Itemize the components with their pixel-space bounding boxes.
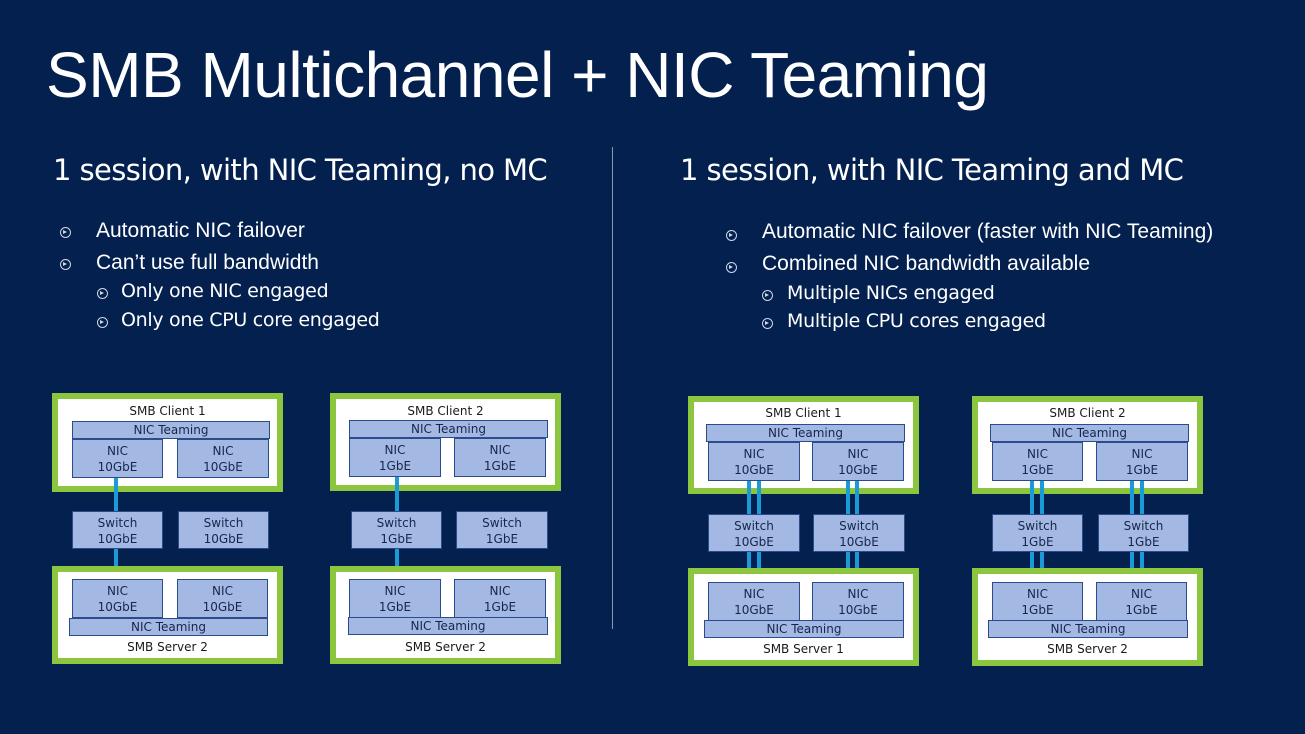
right-subbullet-2: Multiple CPU cores engaged	[787, 310, 1046, 332]
network-link	[855, 552, 859, 582]
network-link	[1140, 481, 1144, 514]
network-link	[747, 552, 751, 582]
network-link	[1130, 552, 1134, 582]
network-link	[846, 481, 850, 514]
network-link	[114, 478, 118, 511]
client-label: SMB Client 1	[765, 406, 842, 420]
nic-teaming-bar: NIC Teaming	[704, 620, 904, 638]
bullet-icon	[726, 230, 737, 241]
client-label: SMB Client 1	[129, 404, 206, 418]
left-subbullet-1: Only one NIC engaged	[121, 280, 329, 302]
bullet-icon	[60, 259, 71, 270]
nic-teaming-bar: NIC Teaming	[990, 424, 1189, 442]
network-link	[855, 481, 859, 514]
right-bullet-1: Automatic NIC failover (faster with NIC …	[762, 220, 1214, 243]
network-link	[1140, 552, 1144, 582]
left-heading: 1 session, with NIC Teaming, no MC	[53, 153, 548, 187]
sub-bullet-icon	[762, 290, 773, 301]
nic-teaming-bar: NIC Teaming	[69, 618, 268, 636]
network-link	[846, 552, 850, 582]
right-bullet-2: Combined NIC bandwidth available	[762, 252, 1091, 275]
bullet-icon	[60, 227, 71, 238]
server-label: SMB Server 2	[127, 640, 208, 654]
network-link	[1030, 552, 1034, 582]
left-subbullet-2: Only one CPU core engaged	[121, 309, 380, 331]
server-label: SMB Server 2	[405, 640, 486, 654]
left-bullet-1: Automatic NIC failover	[96, 219, 305, 242]
column-divider	[612, 147, 613, 629]
right-heading: 1 session, with NIC Teaming and MC	[680, 153, 1184, 187]
nic-teaming-bar: NIC Teaming	[348, 617, 548, 635]
network-link	[747, 481, 751, 514]
nic-teaming-bar: NIC Teaming	[988, 620, 1188, 638]
sub-bullet-icon	[97, 288, 108, 299]
network-link	[1030, 481, 1034, 514]
client-label: SMB Client 2	[1049, 406, 1126, 420]
client-label: SMB Client 2	[407, 404, 484, 418]
network-link	[395, 477, 399, 511]
nic-teaming-bar: NIC Teaming	[706, 424, 905, 442]
network-link	[1040, 481, 1044, 514]
sub-bullet-icon	[762, 318, 773, 329]
nic-teaming-bar: NIC Teaming	[72, 421, 270, 439]
network-link	[757, 481, 761, 514]
network-link	[1130, 481, 1134, 514]
left-bullet-2: Can’t use full bandwidth	[96, 251, 319, 274]
network-link	[1040, 552, 1044, 582]
bullet-icon	[726, 262, 737, 273]
right-subbullet-1: Multiple NICs engaged	[787, 282, 995, 304]
network-link	[114, 549, 118, 579]
slide-title: SMB Multichannel + NIC Teaming	[46, 39, 989, 111]
network-link	[395, 549, 399, 579]
network-link	[757, 552, 761, 582]
nic-teaming-bar: NIC Teaming	[349, 420, 548, 438]
server-label: SMB Server 2	[1047, 642, 1128, 656]
server-label: SMB Server 1	[763, 642, 844, 656]
sub-bullet-icon	[97, 317, 108, 328]
